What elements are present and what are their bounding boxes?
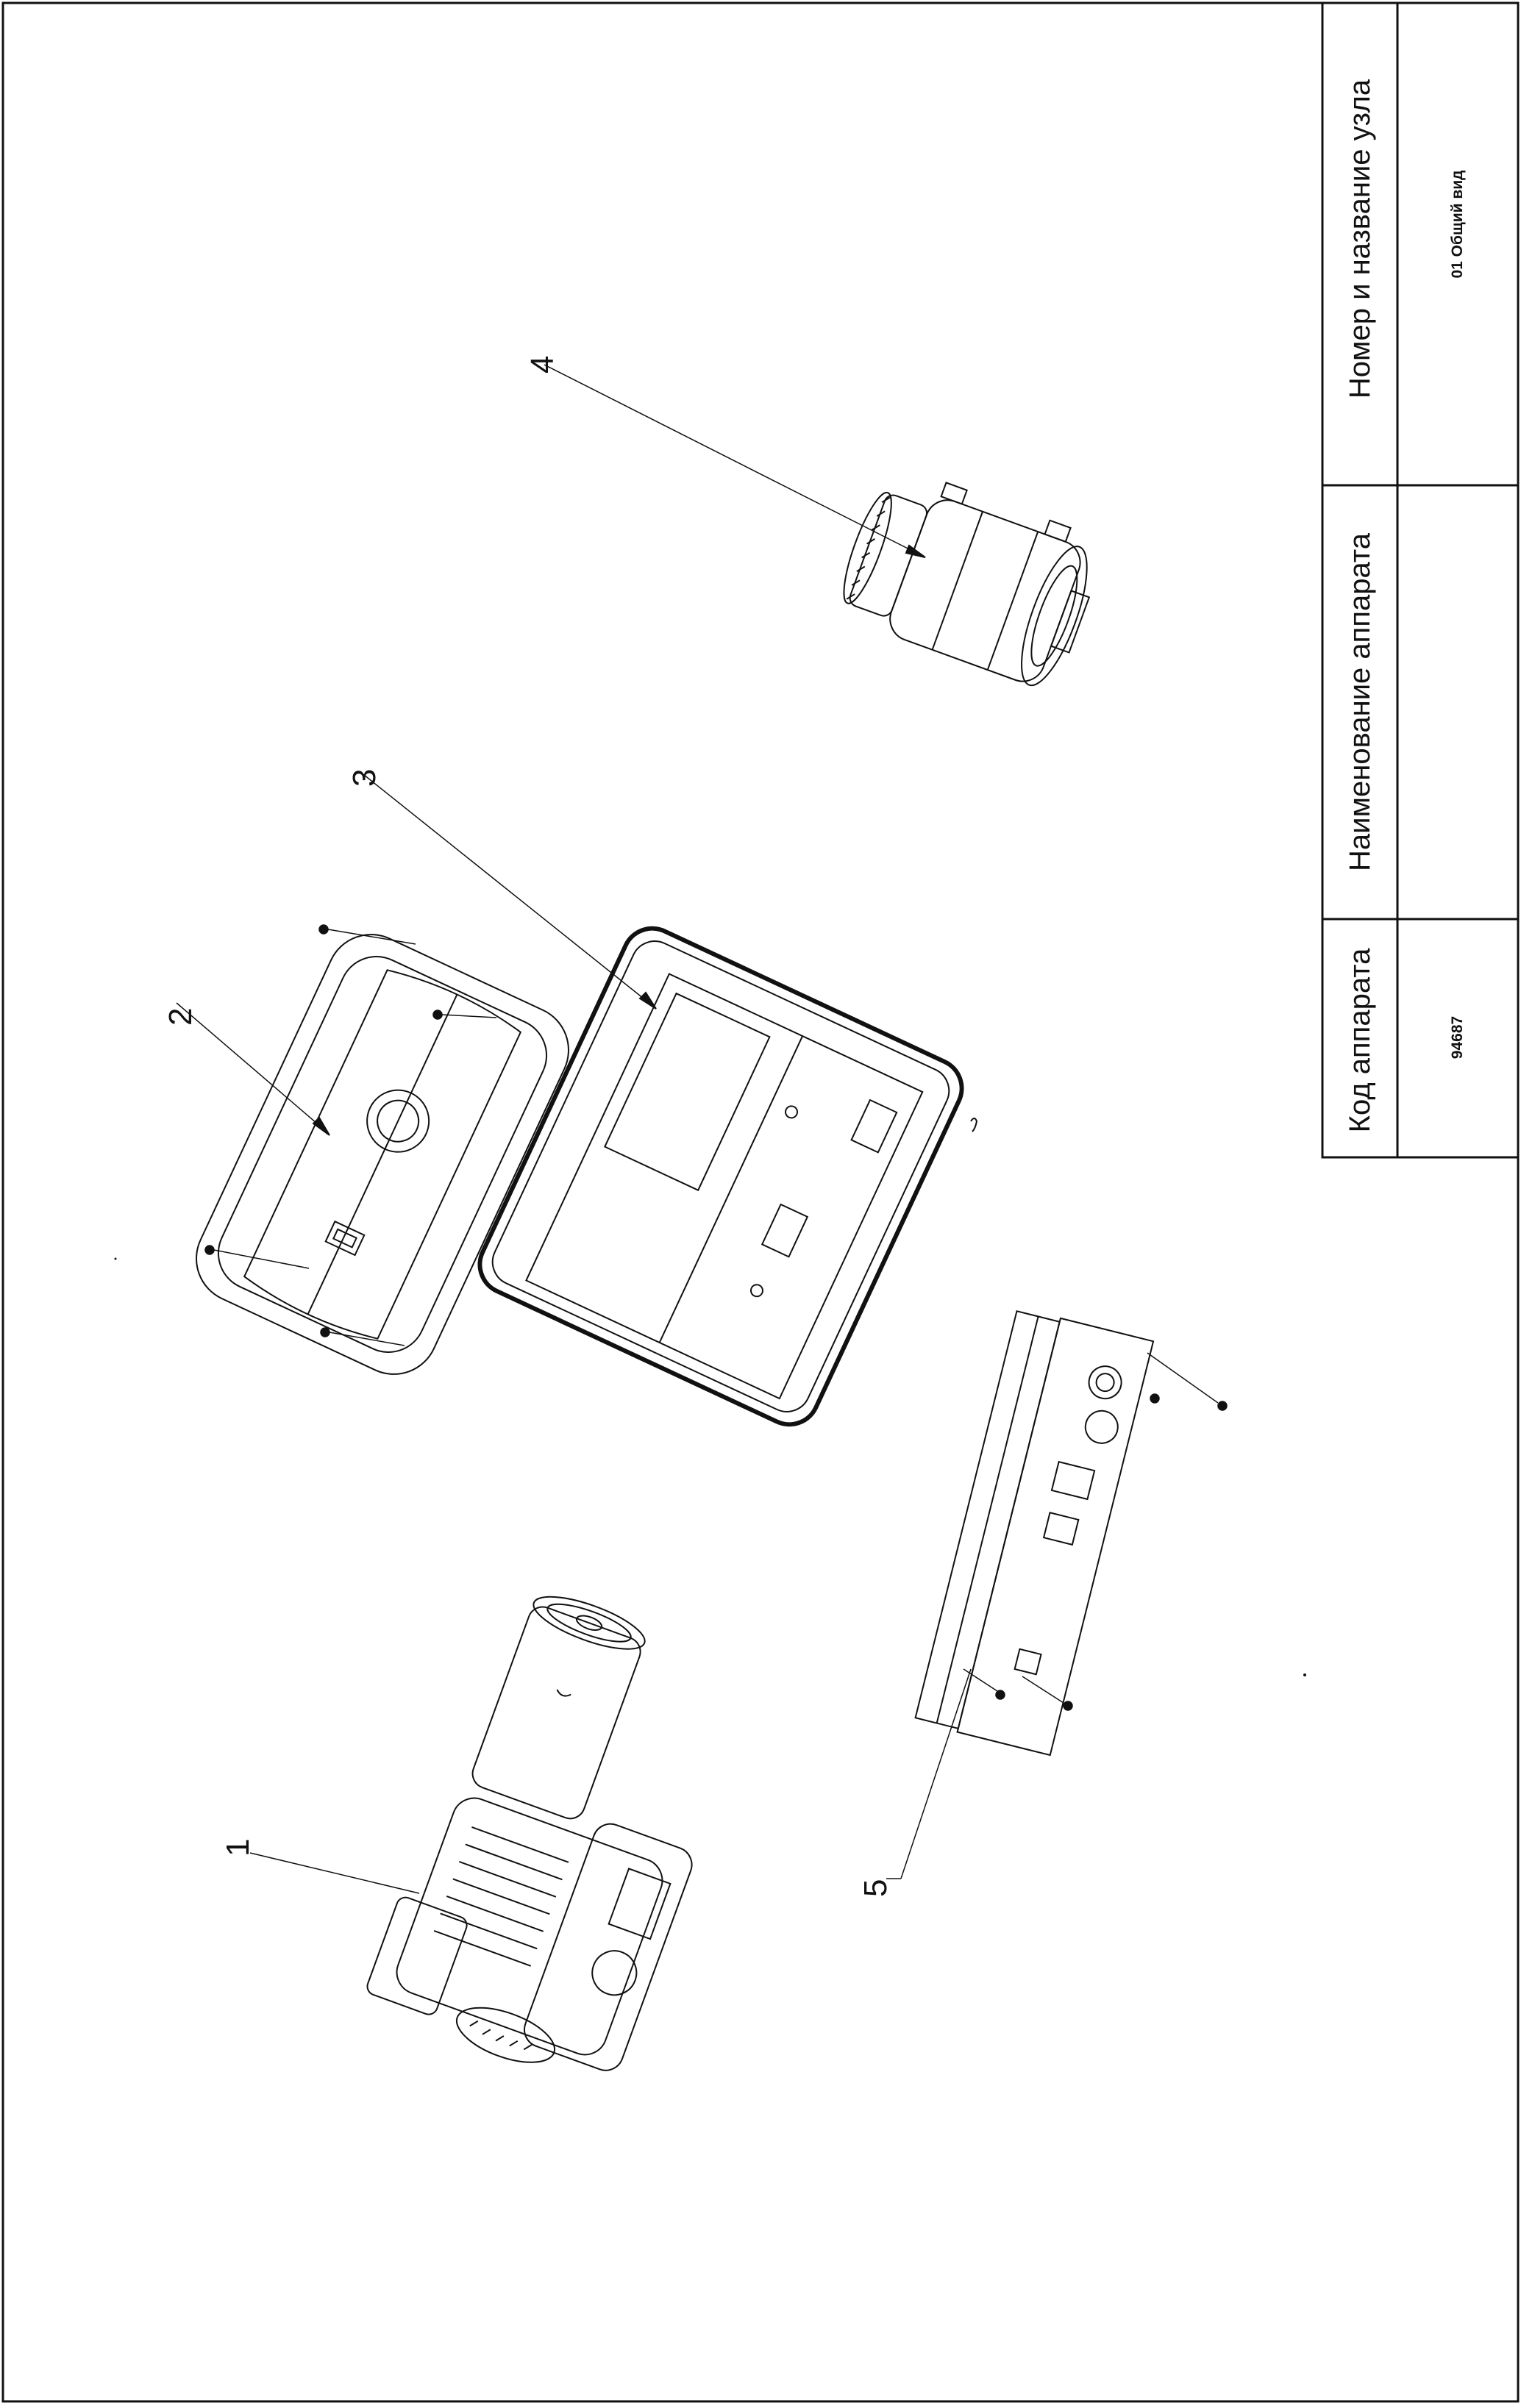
- device-name-value: [1447, 592, 1469, 812]
- stray-dot: [114, 1257, 117, 1260]
- frame-part: [360, 771, 978, 1427]
- control-panel-part: [886, 1310, 1228, 1879]
- fuel-tank-part: [176, 924, 569, 1375]
- panel-screws: [963, 1352, 1228, 1711]
- callout-2: 2: [163, 1008, 199, 1026]
- title-block-grid: [1321, 1, 1520, 1159]
- callout-5: 5: [858, 1879, 894, 1897]
- node-value: 01 Общий вид: [1449, 170, 1466, 279]
- stray-dot: [1303, 1673, 1306, 1676]
- callout-4: 4: [524, 356, 560, 374]
- node-header: Номер и название узла: [1344, 79, 1376, 399]
- device-name-header: Наименование аппарата: [1344, 533, 1376, 871]
- code-value: 94687: [1449, 1015, 1466, 1060]
- callout-1: 1: [220, 1839, 256, 1857]
- alternator-part: [544, 364, 1091, 687]
- callout-3: 3: [346, 769, 382, 787]
- engine-part: [249, 1596, 693, 2071]
- tank-screws: [204, 924, 497, 1346]
